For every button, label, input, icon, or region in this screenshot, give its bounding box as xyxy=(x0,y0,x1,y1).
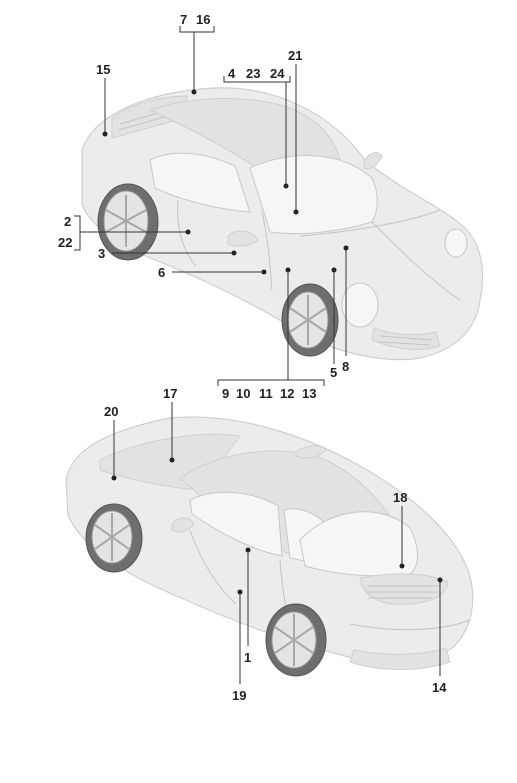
car-front-view xyxy=(81,87,484,361)
callout-8: 8 xyxy=(342,359,349,374)
callout-19: 19 xyxy=(232,688,246,703)
callout-15: 15 xyxy=(96,62,110,77)
callout-18: 18 xyxy=(393,490,407,505)
callout-20: 20 xyxy=(104,404,118,419)
callout-12: 12 xyxy=(280,386,294,401)
callout-11: 11 xyxy=(259,386,273,401)
callout-24: 24 xyxy=(270,66,285,81)
callout-6: 6 xyxy=(158,265,165,280)
callout-3: 3 xyxy=(98,246,105,261)
callout-9: 9 xyxy=(222,386,229,401)
callout-16: 16 xyxy=(196,12,210,27)
callout-2: 2 xyxy=(64,214,71,229)
callout-5: 5 xyxy=(330,365,337,380)
car-rear-view xyxy=(65,416,474,677)
callout-13: 13 xyxy=(302,386,316,401)
callout-4: 4 xyxy=(228,66,236,81)
leader-lines xyxy=(74,26,443,684)
callout-labels: 7 16 15 4 23 24 21 2 22 3 6 5 8 9 10 11 … xyxy=(58,12,447,703)
callout-10: 10 xyxy=(236,386,250,401)
callout-23: 23 xyxy=(246,66,260,81)
callout-7: 7 xyxy=(180,12,187,27)
callout-22: 22 xyxy=(58,235,72,250)
callout-14: 14 xyxy=(432,680,447,695)
callout-1: 1 xyxy=(244,650,251,665)
callout-21: 21 xyxy=(288,48,302,63)
callout-17: 17 xyxy=(163,386,177,401)
